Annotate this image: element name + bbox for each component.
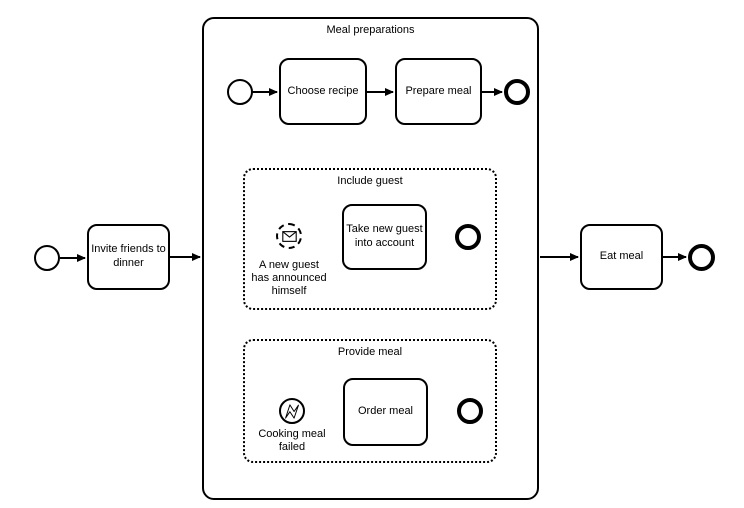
message-envelope-icon <box>281 230 297 242</box>
include-guest-title: Include guest <box>337 175 403 187</box>
task-prepare-meal: Prepare meal <box>395 58 482 125</box>
task-invite-friends: Invite friends to dinner <box>87 224 170 290</box>
start-event-subprocess <box>227 79 253 105</box>
task-take-new-guest: Take new guest into account <box>342 204 427 270</box>
start-event-main <box>34 245 60 271</box>
end-event-provide-meal <box>457 398 483 424</box>
subprocess-title: Meal preparations <box>326 24 415 36</box>
error-zigzag-icon <box>285 403 299 419</box>
provide-meal-title: Provide meal <box>337 346 403 358</box>
task-eat-meal: Eat meal <box>580 224 663 290</box>
task-order-meal: Order meal <box>343 378 428 446</box>
end-event-include-guest <box>455 224 481 250</box>
message-start-event <box>276 223 302 249</box>
end-event-main <box>688 244 715 271</box>
end-event-subprocess <box>504 79 530 105</box>
task-choose-recipe: Choose recipe <box>279 58 367 125</box>
error-start-event <box>279 398 305 424</box>
label-new-guest-announced: A new guest has announced himself <box>251 259 327 298</box>
label-cooking-meal-failed: Cooking meal failed <box>258 428 326 454</box>
